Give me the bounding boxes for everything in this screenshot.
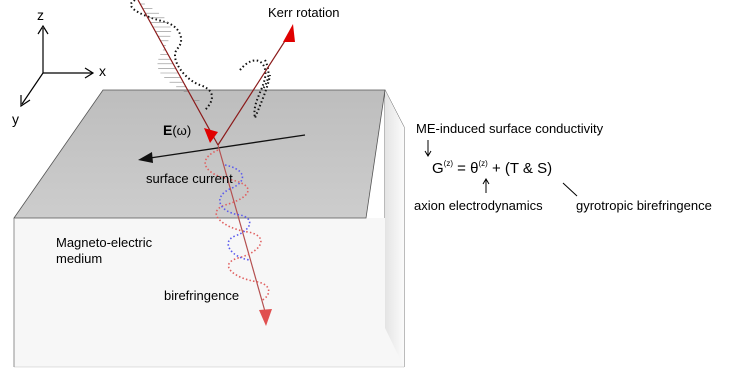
equation: G(z) = θ(z) + (T & S) (432, 159, 553, 177)
equation-equals: = (457, 160, 466, 177)
reflected-wave-envelope (239, 59, 271, 122)
surface-current-label: surface current (146, 171, 233, 186)
equation-header: ME-induced surface conductivity (416, 121, 604, 136)
field-argument: (ω) (172, 123, 192, 138)
z-axis-arrowhead (37, 24, 49, 35)
beams (137, 0, 295, 326)
block-right-face-top (385, 90, 404, 367)
birefringence-label: birefringence (164, 288, 240, 303)
header-arrowhead (424, 150, 432, 157)
equation-lhs: G (432, 160, 444, 177)
red-polarization-wave (204, 149, 270, 301)
field-symbol: E (163, 122, 173, 138)
equation-rhs: + (T & S) (491, 160, 553, 177)
surface-current-line (149, 134, 306, 159)
transmitted-beam (217, 144, 267, 316)
equation-theta: θ (470, 160, 479, 177)
reflected-wave-envelope-2 (261, 59, 270, 91)
equation-lhs-superscript: (z) (443, 159, 453, 168)
medium-label-line1: Magneto-electric (56, 235, 153, 250)
incident-wave (130, 0, 213, 111)
incident-beam-arrowhead (204, 128, 218, 143)
x-axis-arrowhead (84, 67, 95, 79)
z-axis-label: z (37, 7, 44, 23)
coordinate-axes (20, 24, 95, 108)
block-front-face-2 (14, 218, 404, 367)
birefringent-wave (204, 149, 270, 301)
gyrotropic-label: gyrotropic birefringence (576, 198, 712, 213)
y-axis-label: y (12, 111, 19, 127)
medium-block (13, 89, 405, 368)
incident-wave-hatch (140, 3, 200, 101)
reflected-beam-arrowhead (283, 24, 295, 42)
y-axis-arrowhead (20, 95, 31, 108)
equation-theta-superscript: (z) (478, 159, 488, 168)
reflected-wave (239, 59, 271, 122)
equation-arrows (424, 140, 578, 197)
medium-label-line2: medium (56, 251, 103, 266)
surface-current-arrow (138, 134, 306, 163)
y-axis-line (21, 72, 44, 105)
incident-beam (137, 0, 219, 146)
x-axis-label: x (99, 63, 106, 79)
surface-current-arrowhead (138, 152, 153, 163)
axion-arrowhead (482, 178, 490, 185)
gyrotropic-pointer (562, 182, 578, 197)
transmitted-beam-arrowhead (259, 309, 272, 326)
block-top-face (13, 89, 386, 219)
axion-label: axion electrodynamics (414, 198, 543, 213)
reflected-beam (217, 29, 293, 146)
field-label: E(ω) (163, 123, 191, 139)
incident-wave-envelope (130, 0, 213, 111)
kerr-rotation-label: Kerr rotation (268, 5, 340, 20)
